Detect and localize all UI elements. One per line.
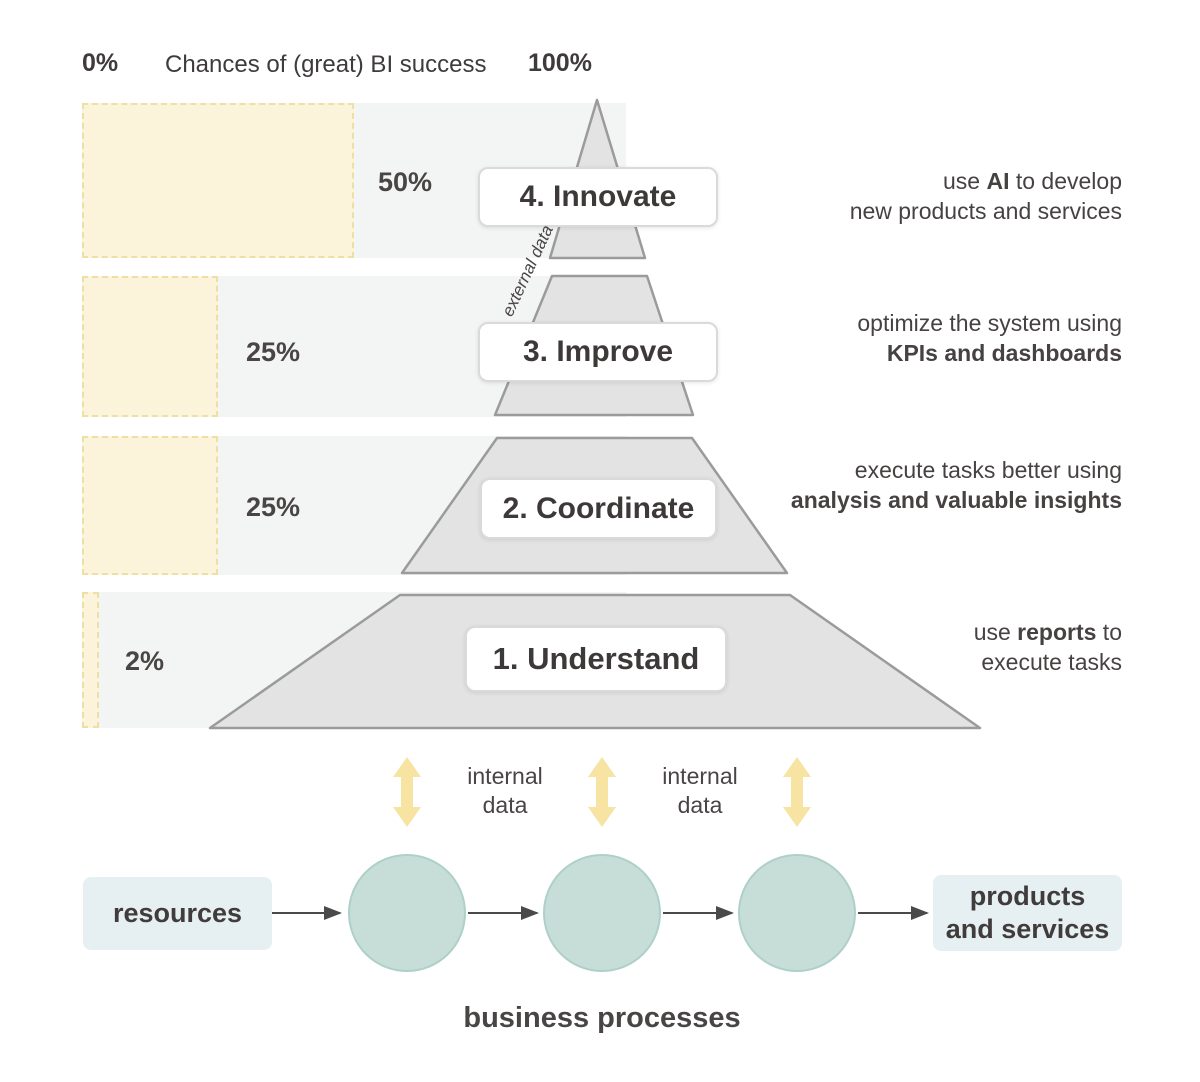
internal-data-arrow-icon bbox=[393, 757, 421, 827]
process-circle bbox=[348, 854, 466, 972]
annotation-segment: KPIs and dashboards bbox=[886, 340, 1122, 366]
success-bar-fill bbox=[82, 103, 354, 258]
internal-data-label: internal data bbox=[650, 762, 750, 820]
annotation-segment: to bbox=[1096, 619, 1122, 645]
percent-label-level-3: 25% bbox=[246, 337, 301, 367]
pyramid-level-1-label: 1. Understand bbox=[465, 626, 727, 692]
process-circle bbox=[543, 854, 661, 972]
axis-title: Chances of (great) BI success bbox=[165, 51, 487, 78]
pyramid-level-3-label: 3. Improve bbox=[478, 322, 718, 382]
annotation-line: use reports to bbox=[974, 617, 1122, 647]
annotation-line: analysis and valuable insights bbox=[791, 485, 1122, 515]
success-bar-fill bbox=[82, 436, 218, 575]
annotation-line: use AI to develop bbox=[850, 166, 1122, 196]
internal-data-line: internal bbox=[662, 763, 738, 789]
level-annotation-understand: use reports to execute tasks bbox=[974, 617, 1122, 677]
annotation-segment: execute tasks better using bbox=[854, 457, 1122, 483]
resources-label: resources bbox=[112, 898, 243, 928]
annotation-line: optimize the system using bbox=[857, 308, 1122, 338]
annotation-segment: use bbox=[973, 619, 1018, 645]
internal-data-arrow-icon bbox=[783, 757, 811, 827]
process-circle bbox=[738, 854, 856, 972]
internal-data-line: data bbox=[482, 792, 528, 818]
annotation-line: new products and services bbox=[850, 196, 1122, 226]
products-services-box: products and services bbox=[933, 875, 1122, 951]
business-processes-caption: business processes bbox=[463, 1002, 741, 1034]
internal-data-label: internal data bbox=[455, 762, 555, 820]
axis-min-label: 0% bbox=[82, 49, 119, 77]
annotation-segment: use bbox=[942, 168, 987, 194]
percent-label-level-2: 25% bbox=[246, 492, 301, 522]
annotation-segment: new products and services bbox=[849, 198, 1122, 224]
annotation-line: execute tasks bbox=[974, 647, 1122, 677]
level-annotation-innovate: use AI to develop new products and servi… bbox=[850, 166, 1122, 226]
products-label-line: products bbox=[969, 881, 1086, 911]
annotation-segment: analysis and valuable insights bbox=[790, 487, 1122, 513]
percent-label-level-4: 50% bbox=[378, 167, 433, 197]
products-label-line: and services bbox=[945, 914, 1110, 944]
annotation-line: execute tasks better using bbox=[791, 455, 1122, 485]
annotation-segment: AI bbox=[986, 168, 1010, 194]
annotation-segment: optimize the system using bbox=[857, 310, 1122, 336]
annotation-line: KPIs and dashboards bbox=[857, 338, 1122, 368]
internal-data-line: internal bbox=[467, 763, 543, 789]
success-bar-fill bbox=[82, 592, 99, 728]
percent-label-level-1: 2% bbox=[125, 646, 165, 676]
level-annotation-improve: optimize the system using KPIs and dashb… bbox=[857, 308, 1122, 368]
success-bar-fill bbox=[82, 276, 218, 417]
annotation-segment: reports bbox=[1017, 619, 1097, 645]
pyramid-level-2-label: 2. Coordinate bbox=[480, 478, 717, 539]
axis-max-label: 100% bbox=[528, 49, 592, 77]
internal-data-line: data bbox=[677, 792, 723, 818]
pyramid-level-4-label: 4. Innovate bbox=[478, 167, 718, 227]
annotation-segment: execute tasks bbox=[981, 649, 1122, 675]
level-annotation-coordinate: execute tasks better using analysis and … bbox=[791, 455, 1122, 515]
internal-data-arrow-icon bbox=[588, 757, 616, 827]
resources-box: resources bbox=[83, 877, 272, 950]
annotation-segment: to develop bbox=[1009, 168, 1122, 194]
